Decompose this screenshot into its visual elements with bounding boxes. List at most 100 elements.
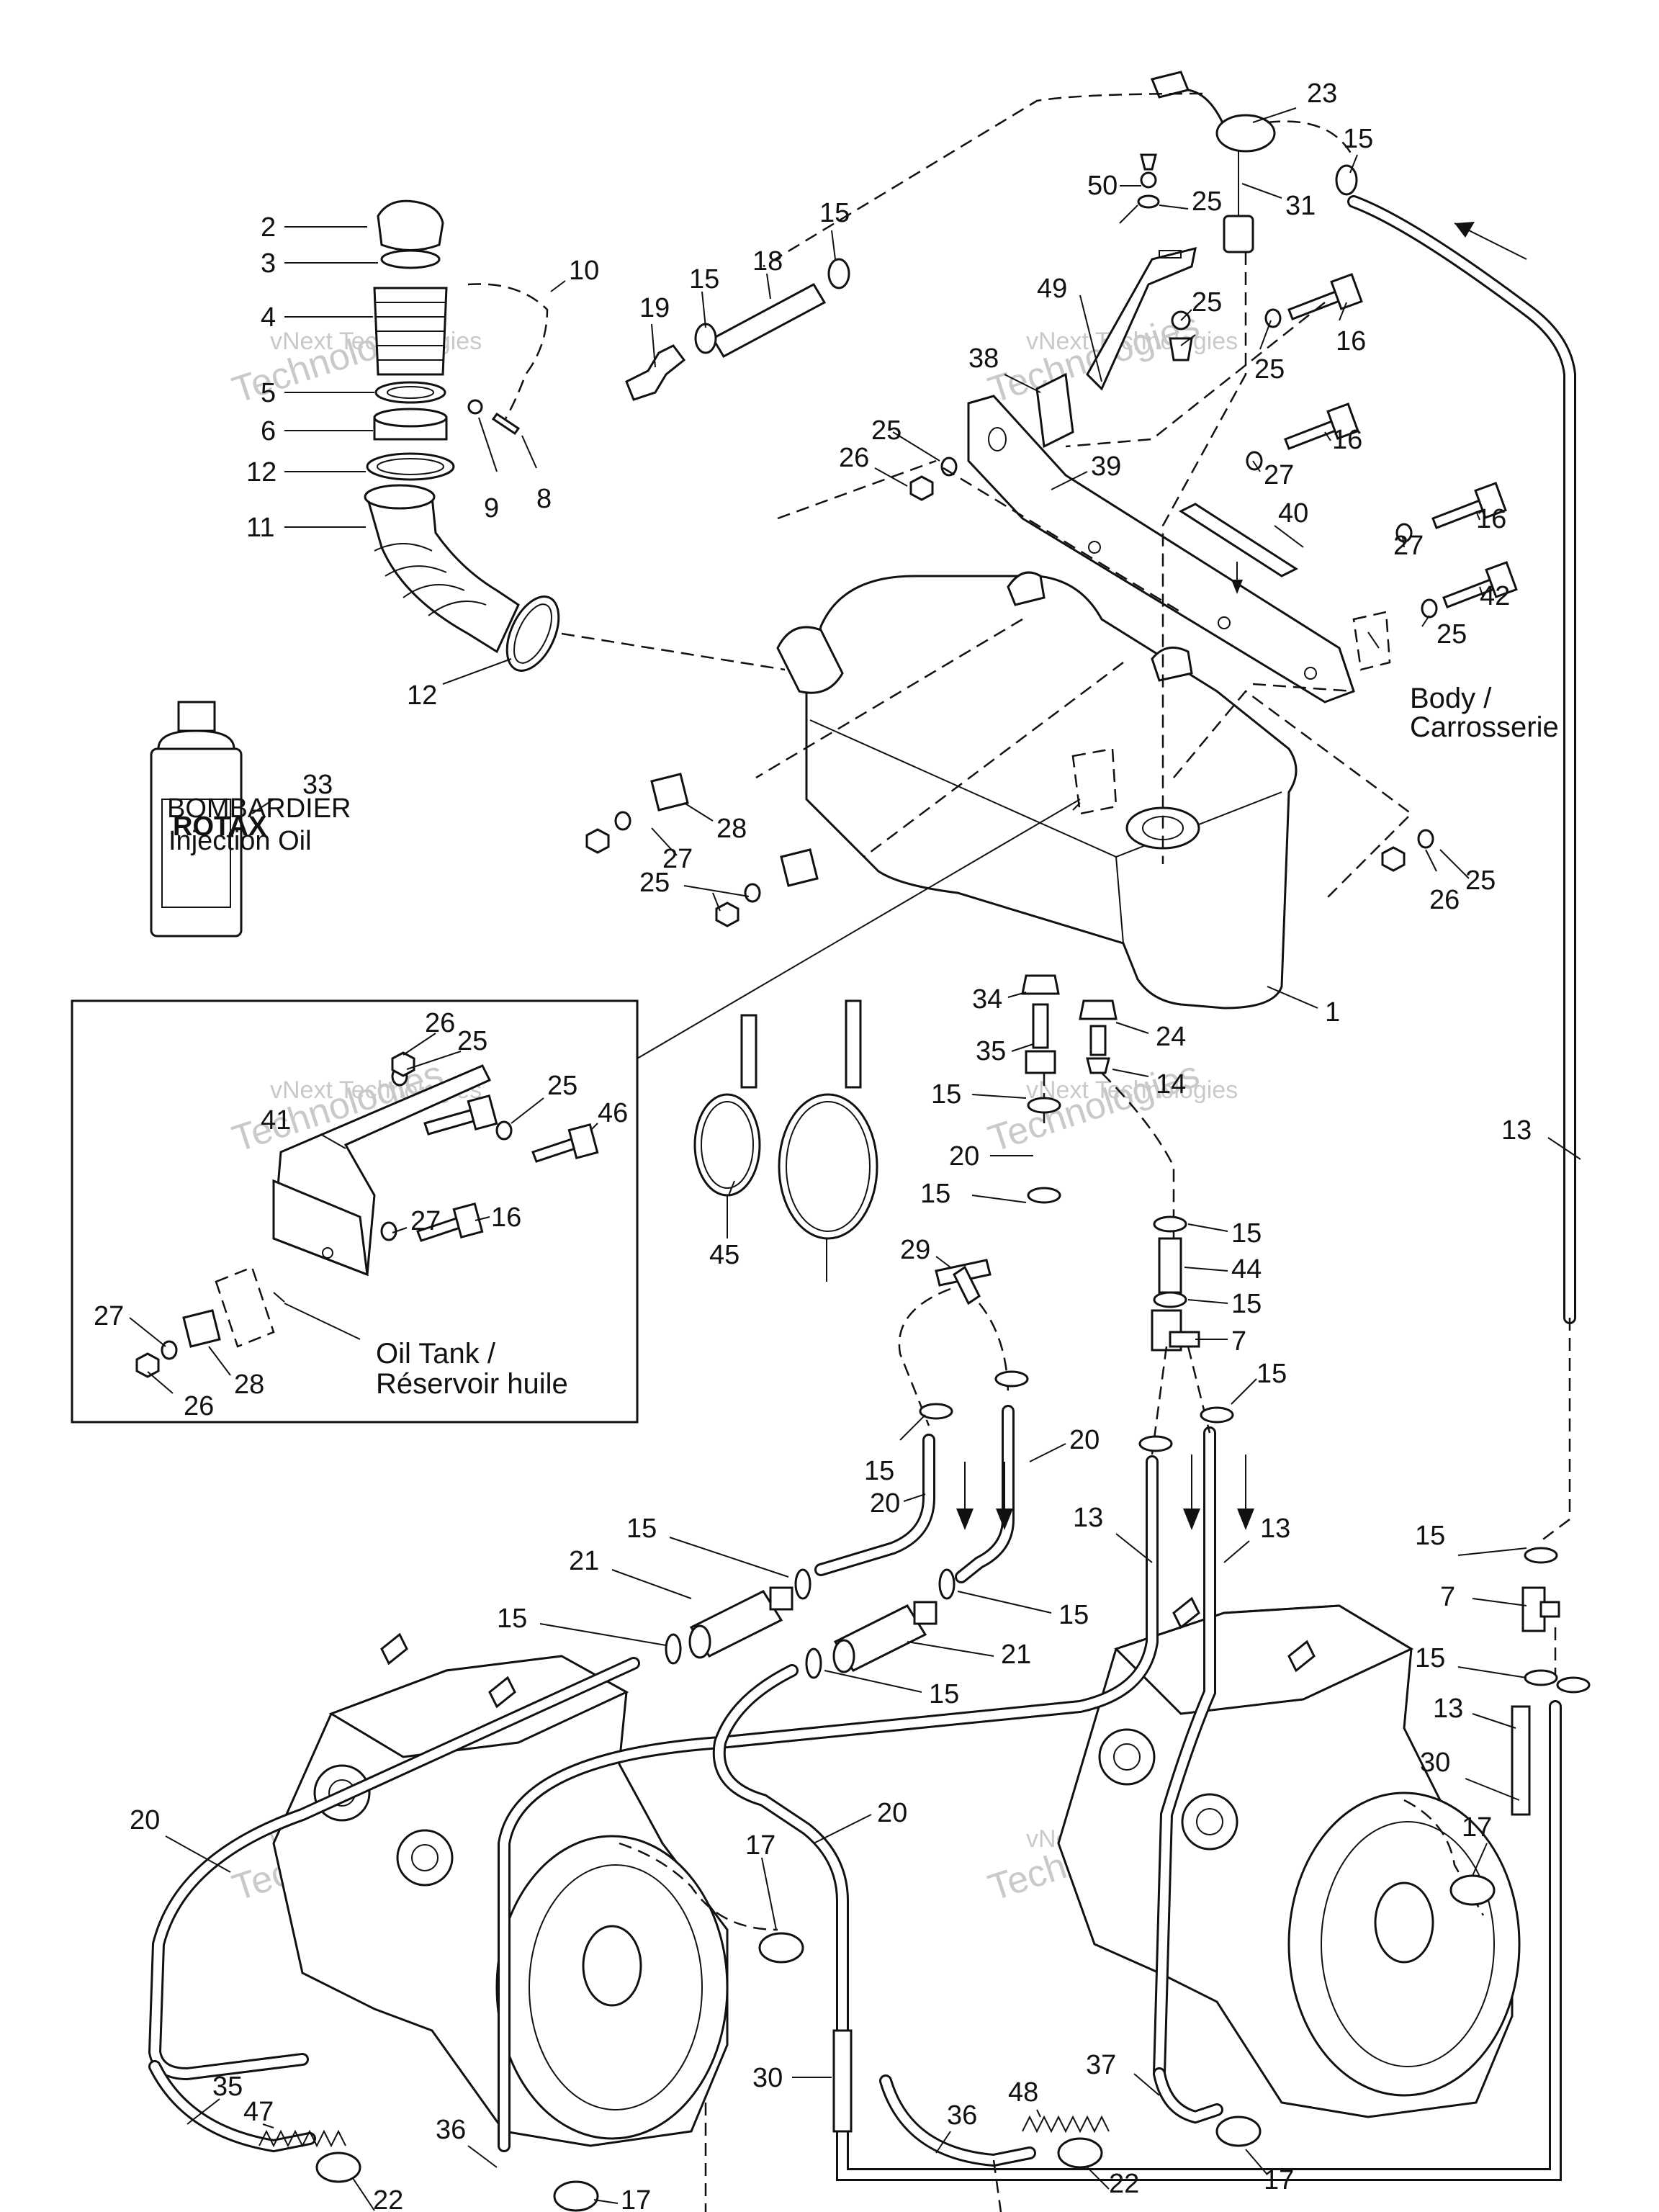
engine-right — [1057, 1596, 1521, 2118]
inset-detail — [71, 799, 1081, 1424]
callout-number: 22 — [1109, 2169, 1139, 2199]
callout-number: 26 — [425, 1008, 455, 1038]
callout-number: 17 — [621, 2185, 651, 2212]
callout-number: 15 — [1231, 1218, 1262, 1249]
callout-number: 42 — [1480, 581, 1510, 611]
callout-number: 25 — [1192, 186, 1222, 217]
callout-number: 17 — [1264, 2165, 1294, 2195]
callout-number: 15 — [1343, 124, 1373, 154]
callout-number: 31 — [1285, 191, 1316, 221]
callout-number: 17 — [745, 1830, 775, 1861]
callout-number: 4 — [261, 302, 276, 333]
callout-number: 25 — [1254, 354, 1285, 385]
callout-number: 26 — [839, 443, 869, 473]
callout-number: 15 — [920, 1179, 950, 1209]
callout-number: 25 — [1437, 619, 1467, 649]
oil-tank — [776, 571, 1298, 1010]
callout-number: 49 — [1037, 274, 1067, 304]
callout-number: 7 — [1231, 1326, 1246, 1357]
callout-number: 25 — [547, 1071, 577, 1101]
callout-number: 2 — [261, 212, 276, 243]
callout-number: 20 — [130, 1805, 160, 1835]
callout-number: 13 — [1501, 1115, 1532, 1146]
callout-number: 17 — [1462, 1812, 1492, 1843]
callout-number: 15 — [1256, 1359, 1287, 1389]
callout-number: 26 — [184, 1391, 214, 1421]
callout-number: 5 — [261, 378, 276, 408]
callout-number: 13 — [1073, 1503, 1103, 1533]
callout-number: 8 — [536, 484, 552, 514]
callout-number: 15 — [864, 1456, 894, 1486]
callout-number: 9 — [484, 493, 499, 523]
springs-and-clamps — [258, 164, 1591, 2212]
callout-number: 38 — [968, 343, 999, 374]
callout-number: 24 — [1156, 1022, 1186, 1052]
callout-number: 45 — [709, 1240, 739, 1270]
callout-number: 15 — [497, 1604, 527, 1634]
callout-number: 15 — [931, 1079, 961, 1110]
callout-number: 25 — [1465, 866, 1496, 896]
callout-number: 40 — [1278, 498, 1308, 529]
callout-number: 27 — [662, 844, 693, 874]
callout-number: 15 — [1415, 1521, 1445, 1551]
callout-number: 21 — [1001, 1640, 1031, 1670]
callout-number: 27 — [94, 1301, 124, 1331]
callout-number: 16 — [1476, 504, 1506, 534]
callout-number: 1 — [1325, 997, 1340, 1028]
callout-number: 36 — [436, 2115, 466, 2145]
callout-number: 15 — [1058, 1600, 1089, 1630]
callout-number: 27 — [1393, 531, 1424, 561]
callout-number: 39 — [1091, 451, 1121, 482]
callout-number: 23 — [1307, 78, 1337, 109]
oil-tank-label: Oil Tank / — [376, 1338, 496, 1370]
callout-number: 27 — [1264, 460, 1294, 490]
callout-number: 12 — [246, 457, 276, 487]
filler-assembly — [364, 199, 560, 672]
fasteners-right — [909, 273, 1518, 619]
callout-number: 16 — [491, 1202, 521, 1233]
tank-fittings — [1021, 974, 1118, 1074]
bottle-subtitle: Injection Oil — [168, 826, 312, 856]
callout-number: 6 — [261, 416, 276, 446]
callout-number: 15 — [1231, 1289, 1262, 1319]
callout-number: 25 — [871, 415, 902, 446]
cable-ties — [693, 999, 878, 1240]
callout-number: 20 — [870, 1488, 900, 1519]
injection-oil-bottle: BOMBARDIER ROTAX Injection Oil — [150, 701, 351, 938]
callout-number: 20 — [949, 1141, 979, 1172]
support-bracket — [1035, 246, 1197, 449]
callout-number: 19 — [639, 293, 670, 323]
callout-number: 13 — [1260, 1514, 1290, 1544]
callout-number: 48 — [1008, 2077, 1038, 2108]
callout-number: 25 — [457, 1026, 487, 1056]
callout-number: 36 — [947, 2100, 977, 2131]
callout-number: 20 — [1069, 1425, 1100, 1455]
body-mount-area — [1352, 611, 1391, 671]
spacers-left — [585, 773, 1434, 927]
bottle-product: ROTAX — [173, 811, 267, 842]
callout-number: 30 — [752, 2063, 783, 2093]
callout-number: 35 — [976, 1036, 1006, 1066]
callout-number: 30 — [1420, 1748, 1450, 1778]
callout-number: 16 — [1336, 326, 1366, 356]
tee-fittings — [935, 1237, 1560, 1632]
callout-number: 21 — [569, 1546, 599, 1576]
body-label: Carrosserie — [1410, 711, 1559, 743]
callout-number: 25 — [1192, 287, 1222, 318]
callout-number: 35 — [212, 2072, 243, 2102]
callout-number: 15 — [819, 198, 850, 228]
flow-arrows — [273, 222, 1527, 1530]
callout-number: 29 — [900, 1235, 930, 1265]
callout-number: 34 — [972, 984, 1002, 1015]
callout-number: 3 — [261, 248, 276, 279]
callout-number: 10 — [569, 256, 599, 286]
spacer-bar — [1178, 503, 1299, 577]
callout-number: 18 — [752, 246, 783, 276]
callout-number: 46 — [598, 1098, 628, 1128]
body-label: Body / — [1410, 683, 1492, 714]
callout-number: 13 — [1433, 1694, 1463, 1724]
vent-parts — [625, 71, 1276, 401]
callout-number: 22 — [373, 2185, 403, 2212]
oil-tank-label: Réservoir huile — [376, 1368, 568, 1400]
